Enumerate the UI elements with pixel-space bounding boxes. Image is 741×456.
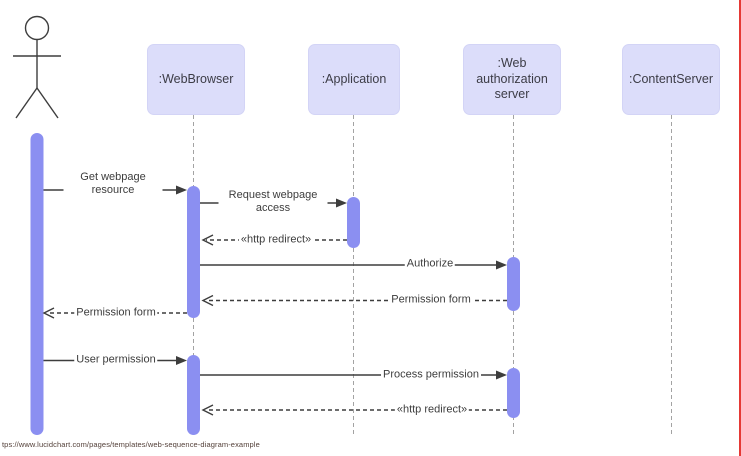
message-label-process-permission: Process permission <box>381 368 481 382</box>
right-edge-red-line <box>739 0 741 456</box>
message-label-http-redirect-2: «http redirect» <box>394 403 470 417</box>
lifeline-header-web-authorization-server: :Web authorization server <box>463 44 561 115</box>
activation-bar-webbrowser-1 <box>187 186 200 318</box>
activation-bar-application <box>347 197 360 248</box>
message-label-permission-form-1: Permission form <box>389 293 473 307</box>
message-label-request-webpage-access: Request webpage access <box>218 189 328 215</box>
message-label-permission-form-2: Permission form <box>74 306 158 320</box>
activation-bar-webbrowser-2 <box>187 355 200 435</box>
arrow-authorize <box>200 260 507 270</box>
lifeline-header-contentserver: :ContentServer <box>622 44 720 115</box>
lifeline-dashes <box>193 115 672 434</box>
message-label-authorize: Authorize <box>404 257 456 271</box>
message-label-http-redirect-1: «http redirect» <box>238 233 314 247</box>
activation-bar-authserver-2 <box>507 368 520 418</box>
activation-bar-actor <box>30 133 44 435</box>
lifeline-header-webbrowser: :WebBrowser <box>147 44 245 115</box>
actor-icon <box>13 15 61 119</box>
footer-url-text: tps://www.lucidchart.com/pages/templates… <box>2 440 260 449</box>
lifeline-header-application: :Application <box>308 44 400 115</box>
activation-bar-authserver-1 <box>507 257 520 311</box>
message-label-user-permission: User permission <box>74 353 158 367</box>
activation-bars <box>30 133 520 435</box>
message-label-get-webpage-resource: Get webpage resource <box>63 171 163 197</box>
